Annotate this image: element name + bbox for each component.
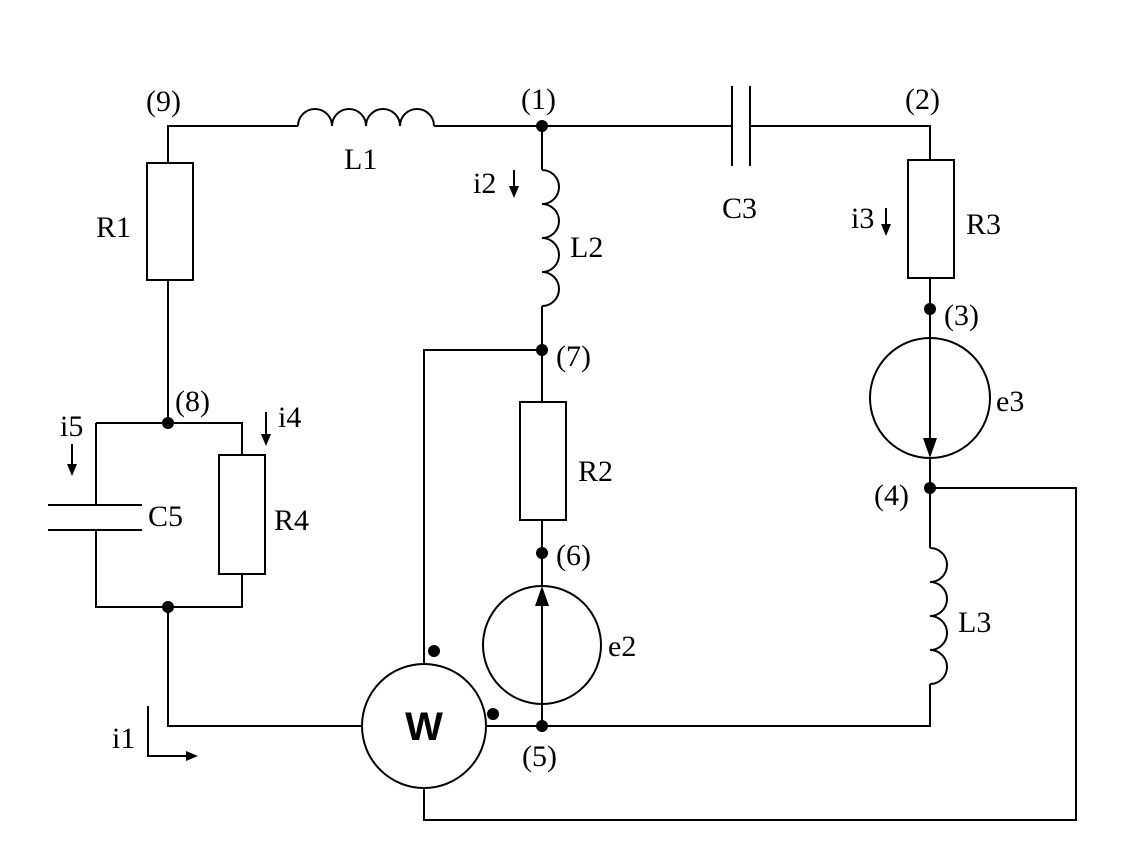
- current-arrow-i2: [509, 170, 519, 198]
- label-i5: i5: [60, 410, 83, 443]
- node-label-1: (1): [521, 83, 556, 116]
- resistor-r1: [146, 162, 194, 281]
- node-label-3: (3): [944, 299, 979, 332]
- capacitor-c3: [731, 86, 751, 166]
- wattmeter: W: [361, 645, 499, 789]
- junction-node-4: [924, 482, 936, 494]
- wire-node7-to-wattmeter: [423, 349, 542, 664]
- arrow-up-icon: [535, 586, 549, 606]
- current-labels: i2 i3 i4 i5 i1: [60, 167, 874, 755]
- capacitor-c5: [48, 504, 142, 531]
- label-l2: L2: [570, 231, 603, 264]
- wire-node8-parallel-top: [96, 422, 243, 455]
- current-arrows: [67, 170, 891, 761]
- wattmeter-current-marker: [487, 708, 499, 720]
- resistor-r4: [218, 454, 266, 575]
- junction-node-6: [536, 547, 548, 559]
- node-label-6: (6): [556, 539, 591, 572]
- current-arrow-i4: [261, 412, 271, 446]
- node-label-9: (9): [146, 85, 181, 118]
- label-i1: i1: [112, 722, 135, 755]
- label-r1: R1: [96, 211, 131, 244]
- inductor-l3: [929, 547, 948, 685]
- node-labels: (9) (1) (2) (3) (4) (5) (6) (7) (8): [146, 83, 979, 773]
- label-c3: C3: [722, 192, 757, 225]
- voltage-source-e2: [482, 585, 602, 705]
- inductor-l2: [541, 169, 560, 307]
- label-e3: e3: [996, 385, 1024, 418]
- node-label-2: (2): [905, 83, 940, 116]
- junction-bottom-left: [162, 601, 174, 613]
- junction-node-3: [924, 303, 936, 315]
- label-r3: R3: [966, 208, 1001, 241]
- label-c5: C5: [148, 500, 183, 533]
- junction-node-1: [536, 120, 548, 132]
- node-label-4: (4): [874, 479, 909, 512]
- node-label-8: (8): [175, 385, 210, 418]
- junction-node-5: [536, 720, 548, 732]
- junction-dots: [162, 120, 936, 732]
- wire-c3-to-r3: [750, 125, 931, 160]
- label-l1: L1: [344, 143, 377, 176]
- label-e2: e2: [608, 630, 636, 663]
- wire-r1-to-l1: [167, 125, 298, 163]
- junction-node-7: [536, 344, 548, 356]
- inductor-l1: [297, 108, 435, 127]
- label-i3: i3: [851, 202, 874, 235]
- wire-node4-to-wattmeter: [423, 487, 1077, 821]
- wire-node5-to-l3: [486, 684, 931, 727]
- resistor-r2: [519, 401, 567, 521]
- wattmeter-label: W: [405, 705, 443, 749]
- wire-node-to-wattmeter: [167, 607, 364, 727]
- wires: [95, 125, 1077, 821]
- voltage-source-e3: [869, 337, 991, 459]
- current-arrow-i5: [67, 444, 77, 476]
- label-r2: R2: [578, 455, 613, 488]
- node-label-7: (7): [556, 340, 591, 373]
- arrow-down-icon: [923, 438, 937, 458]
- label-r4: R4: [274, 504, 309, 537]
- current-arrow-i1: [147, 706, 198, 761]
- junction-node-8: [162, 417, 174, 429]
- resistor-r3: [907, 159, 955, 279]
- label-i4: i4: [278, 401, 301, 434]
- label-i2: i2: [473, 167, 496, 200]
- node-label-5: (5): [522, 740, 557, 773]
- component-labels: R1 L1 L2 C3 R3 e3 R2 e2 L3 C5 R4: [96, 143, 1024, 663]
- label-l3: L3: [958, 606, 991, 639]
- wattmeter-voltage-marker: [428, 645, 440, 657]
- current-arrow-i3: [881, 208, 891, 236]
